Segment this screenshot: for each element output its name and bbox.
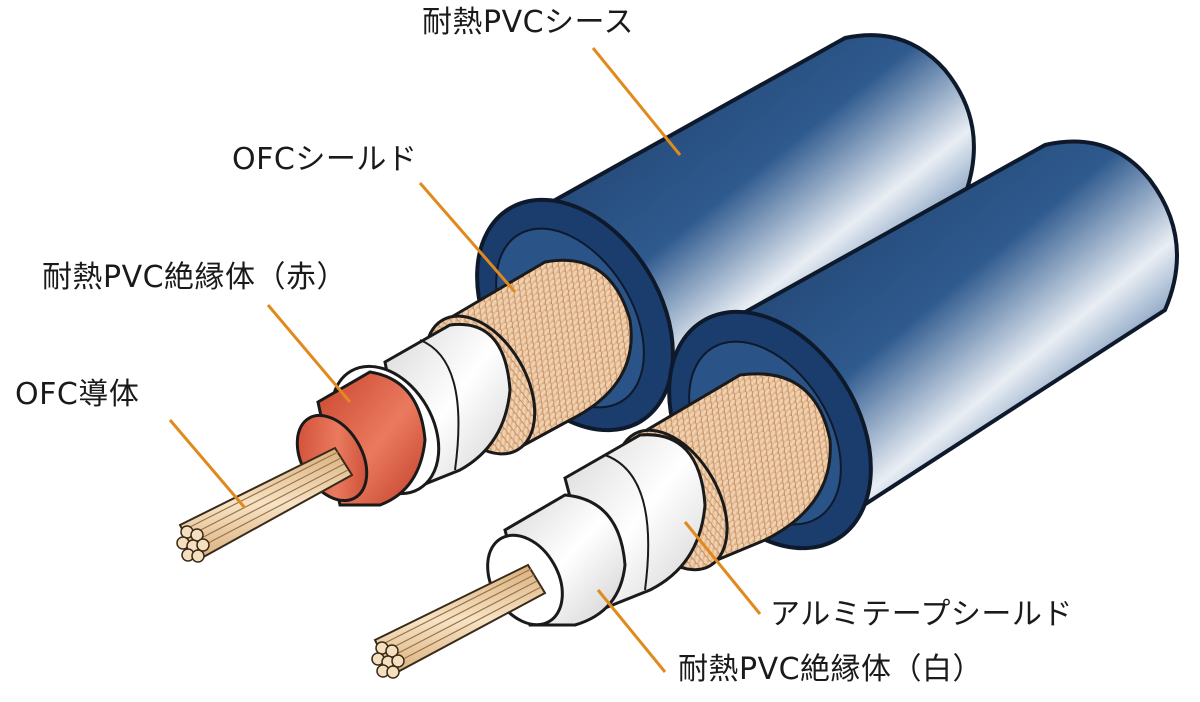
leader-aluminum-shield <box>683 521 762 615</box>
cable-red <box>176 33 976 563</box>
leader-ofc-shield <box>418 182 517 293</box>
leader-jacket <box>591 47 682 156</box>
leader-insulation-red <box>266 304 352 403</box>
label-conductor: OFC導体 <box>15 377 140 412</box>
label-insulation-red: 耐熱PVC絶縁体（赤） <box>42 260 348 295</box>
label-insulation-white: 耐熱PVC絶縁体（白） <box>678 652 984 687</box>
label-jacket: 耐熱PVCシース <box>422 5 635 40</box>
leader-insulation-white <box>596 589 667 673</box>
leader-lines <box>168 47 762 673</box>
cable-white <box>371 139 1179 679</box>
leader-conductor <box>168 419 247 509</box>
label-aluminum-shield: アルミテープシールド <box>770 597 1073 632</box>
label-ofc-shield: OFCシールド <box>232 142 418 177</box>
